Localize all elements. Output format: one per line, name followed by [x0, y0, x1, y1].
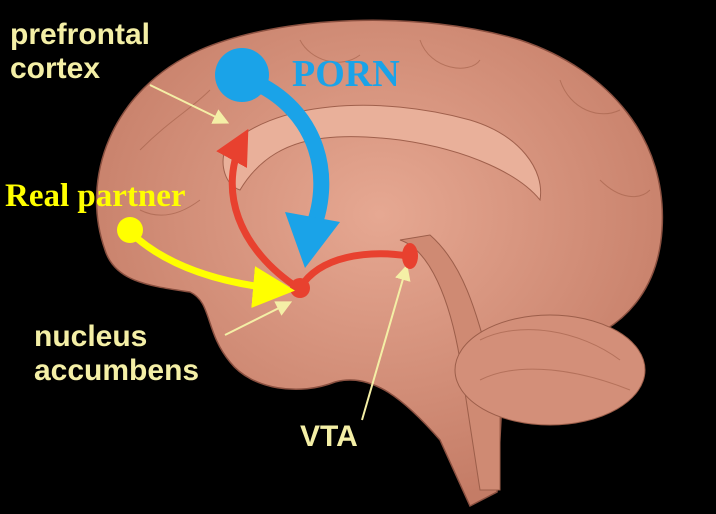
nucleus-accumbens-node — [290, 278, 310, 298]
vta-pointer — [361, 264, 411, 421]
gyri — [139, 39, 651, 391]
porn-arrowhead — [285, 212, 340, 268]
prefrontal-cortex-label: prefrontal cortex — [10, 18, 150, 86]
real-partner-label: Real partner — [5, 178, 186, 214]
nucleus-line2: accumbens — [34, 354, 200, 387]
real-partner-arrow — [127, 229, 295, 308]
brainstem — [399, 234, 501, 491]
porn-node — [215, 48, 269, 102]
prefrontal-pointer — [149, 84, 230, 124]
prefrontal-line1: prefrontal — [10, 18, 151, 51]
nucleus-pointer — [224, 301, 293, 336]
vta-node — [402, 243, 418, 269]
porn-label: PORN — [292, 53, 400, 95]
reward-to-vta-path — [297, 250, 409, 290]
vta-label: VTA — [300, 420, 358, 453]
real-partner-node — [117, 217, 143, 243]
nucleus-accumbens-label: nucleus accumbens — [34, 320, 199, 388]
prefrontal-line2: cortex — [10, 52, 101, 85]
porn-arrow — [246, 72, 330, 239]
nucleus-line1: nucleus — [34, 320, 148, 353]
